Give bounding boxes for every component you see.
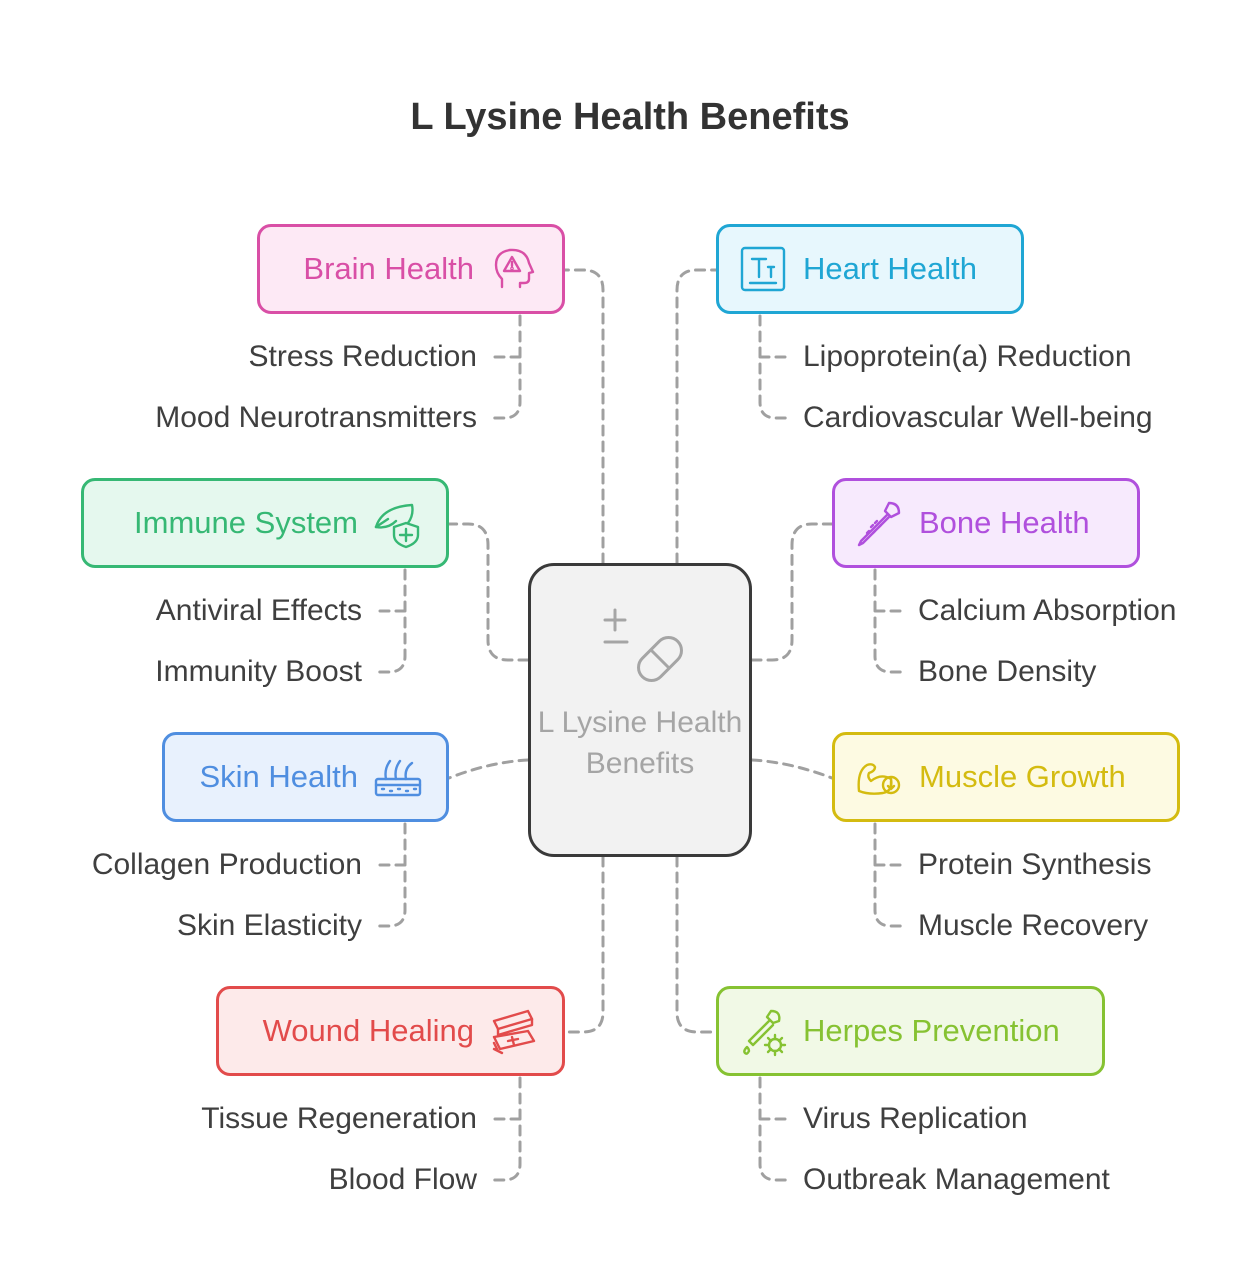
benefit-item: Bone Density (918, 655, 1097, 688)
benefit-item: Mood Neurotransmitters (155, 401, 477, 434)
subconnector-skin (375, 822, 407, 928)
benefit-box-brain: Brain Health (257, 224, 565, 314)
benefit-box-skin: Skin Health (162, 732, 449, 822)
subconnector-wound (490, 1076, 522, 1182)
benefit-box-bone: Bone Health (832, 478, 1140, 568)
connector-bone (750, 522, 834, 662)
head-alert-icon (488, 243, 540, 295)
subconnector-heart (758, 314, 790, 420)
benefit-box-wound: Wound Healing (216, 986, 565, 1076)
benefit-item: Cardiovascular Well-being (803, 401, 1153, 434)
subconnector-bone (873, 568, 905, 674)
benefit-label-bone: Bone Health (919, 505, 1090, 540)
page-title: L Lysine Health Benefits (410, 96, 850, 138)
benefit-box-immune: Immune System (81, 478, 449, 568)
connector-brain (563, 268, 605, 565)
pill-plus-minus-icon (597, 602, 689, 694)
connector-heart (675, 268, 718, 565)
center-node: L Lysine Health Benefits (528, 563, 752, 857)
benefit-item: Calcium Absorption (918, 594, 1177, 627)
benefit-item: Blood Flow (328, 1163, 477, 1196)
leaf-shield-icon (372, 497, 424, 549)
benefit-box-muscle: Muscle Growth (832, 732, 1180, 822)
bandage-icon (488, 1005, 540, 1057)
benefit-label-immune: Immune System (134, 505, 358, 540)
dropper-icon (853, 497, 905, 549)
connector-immune (447, 522, 530, 662)
benefit-item: Immunity Boost (155, 655, 362, 688)
benefit-item: Virus Replication (803, 1102, 1028, 1135)
text-size-icon (737, 243, 789, 295)
subconnector-brain (490, 314, 522, 420)
benefit-label-heart: Heart Health (803, 251, 978, 286)
connector-skin (447, 758, 530, 780)
benefit-label-herpes: Herpes Prevention (803, 1013, 1060, 1048)
connector-muscle (750, 758, 834, 780)
benefit-item: Tissue Regeneration (201, 1102, 477, 1135)
flexed-arm-icon (853, 751, 905, 803)
benefit-label-wound: Wound Healing (262, 1013, 474, 1048)
benefit-box-heart: Heart Health (716, 224, 1024, 314)
benefit-item: Lipoprotein(a) Reduction (803, 340, 1132, 373)
benefit-item: Outbreak Management (803, 1163, 1110, 1196)
benefit-item: Stress Reduction (248, 340, 477, 373)
skin-layers-icon (372, 751, 424, 803)
connector-wound (563, 855, 605, 1034)
subconnector-herpes (758, 1076, 790, 1182)
subconnector-muscle (873, 822, 905, 928)
benefit-item: Skin Elasticity (176, 909, 362, 942)
dropper-virus-icon (737, 1005, 789, 1057)
benefit-item: Protein Synthesis (918, 848, 1152, 881)
center-label: L Lysine Health Benefits (537, 706, 743, 780)
benefit-label-skin: Skin Health (199, 759, 358, 794)
benefit-item: Muscle Recovery (918, 909, 1149, 942)
connector-herpes (675, 855, 718, 1034)
benefit-item: Antiviral Effects (155, 594, 362, 627)
benefit-label-brain: Brain Health (303, 251, 474, 286)
benefit-box-herpes: Herpes Prevention (716, 986, 1105, 1076)
benefit-item: Collagen Production (91, 848, 362, 881)
benefit-label-muscle: Muscle Growth (919, 759, 1126, 794)
subconnector-immune (375, 568, 407, 674)
